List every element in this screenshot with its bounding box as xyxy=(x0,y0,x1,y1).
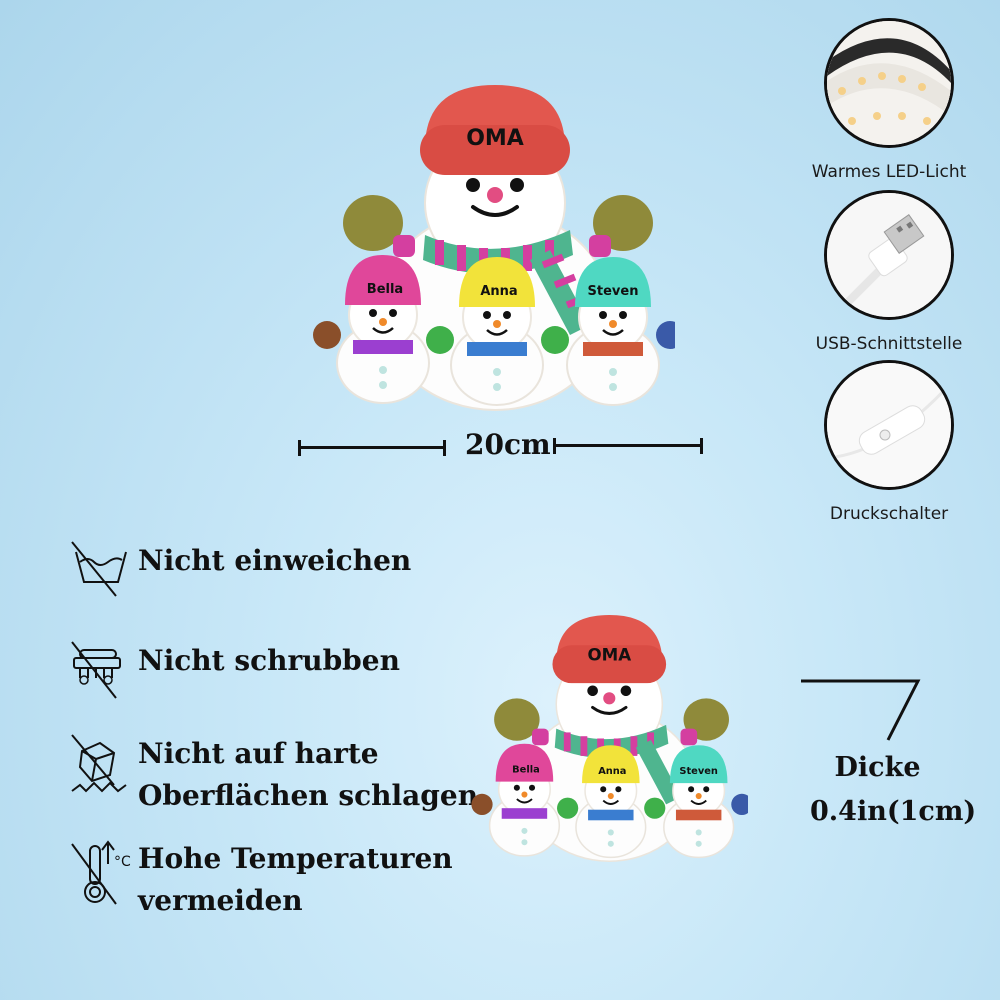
no-impact-icon xyxy=(71,734,127,793)
svg-text:Bella: Bella xyxy=(512,765,540,776)
care-no-soak: Nicht einweichen xyxy=(70,540,411,602)
care-label: Oberflächen schlagen xyxy=(138,779,479,812)
product-illustration-side: OMA Bella Anna Steven xyxy=(463,615,753,865)
care-label-group: Hohe Temperaturen vermeiden xyxy=(132,838,453,922)
width-label: 20cm xyxy=(465,428,551,461)
no-scrub-icon xyxy=(71,641,121,699)
svg-text:Steven: Steven xyxy=(588,284,639,299)
no-soak-icon xyxy=(71,541,127,597)
care-no-heat: °C Hohe Temperaturen vermeiden xyxy=(70,838,453,922)
care-label: vermeiden xyxy=(138,884,303,917)
feature-caption: Druckschalter xyxy=(829,504,949,524)
thickness-value: 0.4in(1cm) xyxy=(810,796,977,827)
svg-text:Anna: Anna xyxy=(598,766,626,777)
care-label: Nicht auf harte xyxy=(138,737,379,770)
care-no-scrub: Nicht schrubben xyxy=(70,640,400,702)
care-label-group: Nicht auf harte Oberflächen schlagen xyxy=(132,733,478,817)
product-illustration-main: OMA Bella Anna Steven xyxy=(305,85,684,415)
feature-caption: USB-Schnittstelle xyxy=(815,334,963,354)
no-heat-icon: °C xyxy=(71,840,131,905)
svg-text:OMA: OMA xyxy=(587,645,631,664)
care-no-impact: Nicht auf harte Oberflächen schlagen xyxy=(70,733,478,817)
feature-usb: USB-Schnittstelle xyxy=(799,190,979,354)
feature-switch: Druckschalter xyxy=(799,360,979,524)
svg-text:Bella: Bella xyxy=(367,282,403,297)
feature-caption: Warmes LED-Licht xyxy=(811,162,967,182)
feature-led: Warmes LED-Licht xyxy=(799,18,979,182)
care-label: Hohe Temperaturen xyxy=(138,842,453,875)
push-switch-icon xyxy=(824,360,954,490)
led-strip-icon xyxy=(824,18,954,148)
care-label: Nicht schrubben xyxy=(138,644,400,677)
svg-text:Anna: Anna xyxy=(480,284,517,299)
thickness-pointer-icon xyxy=(801,679,921,741)
svg-text:Steven: Steven xyxy=(679,766,718,777)
snowman-family-image: OMA Bella Anna Steven xyxy=(313,85,684,411)
usb-plug-icon xyxy=(824,190,954,320)
thickness-title: Dicke xyxy=(834,752,921,783)
svg-text:°C: °C xyxy=(114,854,131,870)
snowman-family-image: OMA Bella Anna Steven xyxy=(471,615,753,862)
care-label: Nicht einweichen xyxy=(138,544,412,577)
main-name-text: OMA xyxy=(466,126,524,151)
